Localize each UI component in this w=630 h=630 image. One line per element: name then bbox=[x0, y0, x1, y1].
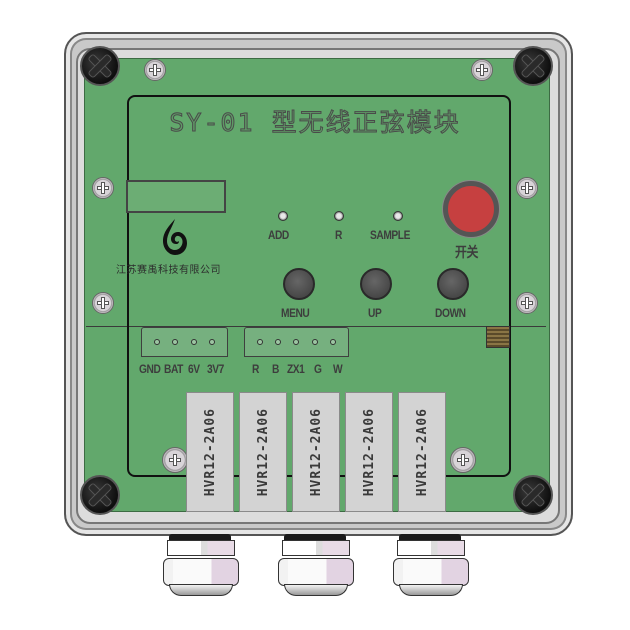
led-r-icon bbox=[334, 211, 344, 221]
down-button[interactable] bbox=[437, 268, 469, 300]
terminal-label-g: G bbox=[314, 362, 322, 376]
company-name: 江苏赛禹科技有限公司 bbox=[116, 265, 221, 276]
terminal-label-gnd: GND bbox=[139, 362, 161, 376]
chip-component bbox=[486, 326, 510, 348]
pcb-screw-icon bbox=[516, 292, 538, 314]
down-button-label: DOWN bbox=[435, 306, 466, 320]
company-logo-icon bbox=[163, 219, 187, 255]
menu-button[interactable] bbox=[283, 268, 315, 300]
cable-gland-1 bbox=[163, 534, 239, 614]
pcb-screw-icon bbox=[144, 59, 166, 81]
relay-2: HVR12-2A06 bbox=[239, 392, 287, 512]
relay-1: HVR12-2A06 bbox=[186, 392, 234, 512]
led-label-r: R bbox=[335, 228, 342, 242]
pcb-screw-icon bbox=[516, 177, 538, 199]
power-switch-button[interactable] bbox=[443, 181, 499, 237]
terminal-label-6v: 6V bbox=[188, 362, 200, 376]
board-divider bbox=[86, 326, 546, 327]
signal-terminal-block bbox=[244, 327, 349, 357]
device-title: SY-01 型无线正弦模块 bbox=[169, 108, 461, 138]
relay-5: HVR12-2A06 bbox=[398, 392, 446, 512]
pcb-screw-icon bbox=[92, 292, 114, 314]
display-window bbox=[126, 180, 226, 213]
relay-3: HVR12-2A06 bbox=[292, 392, 340, 512]
led-label-add: ADD bbox=[268, 228, 289, 242]
terminal-label-w: W bbox=[333, 362, 343, 376]
corner-screw-icon bbox=[80, 475, 120, 515]
terminal-label-bat: BAT bbox=[164, 362, 183, 376]
led-label-sample: SAMPLE bbox=[370, 228, 410, 242]
relay-4: HVR12-2A06 bbox=[345, 392, 393, 512]
relay-model-label: HVR12-2A06 bbox=[414, 407, 430, 497]
cable-gland-2 bbox=[278, 534, 354, 614]
relay-model-label: HVR12-2A06 bbox=[361, 407, 377, 497]
relay-model-label: HVR12-2A06 bbox=[308, 407, 324, 497]
power-terminal-block bbox=[141, 327, 228, 357]
led-sample-icon bbox=[393, 211, 403, 221]
terminal-label-zx1: ZX1 bbox=[287, 362, 305, 376]
terminal-label-r: R bbox=[252, 362, 259, 376]
terminal-label-3v7: 3V7 bbox=[207, 362, 224, 376]
terminal-label-b: B bbox=[272, 362, 279, 376]
corner-screw-icon bbox=[513, 475, 553, 515]
menu-button-label: MENU bbox=[281, 306, 310, 320]
relay-model-label: HVR12-2A06 bbox=[255, 407, 271, 497]
led-add-icon bbox=[278, 211, 288, 221]
pcb-screw-icon bbox=[162, 447, 188, 473]
corner-screw-icon bbox=[513, 46, 553, 86]
corner-screw-icon bbox=[80, 46, 120, 86]
power-switch-label: 开关 bbox=[455, 244, 478, 260]
up-button-label: UP bbox=[368, 306, 382, 320]
cable-gland-3 bbox=[393, 534, 469, 614]
pcb-screw-icon bbox=[450, 447, 476, 473]
relay-model-label: HVR12-2A06 bbox=[202, 407, 218, 497]
pcb-screw-icon bbox=[92, 177, 114, 199]
up-button[interactable] bbox=[360, 268, 392, 300]
pcb-screw-icon bbox=[471, 59, 493, 81]
